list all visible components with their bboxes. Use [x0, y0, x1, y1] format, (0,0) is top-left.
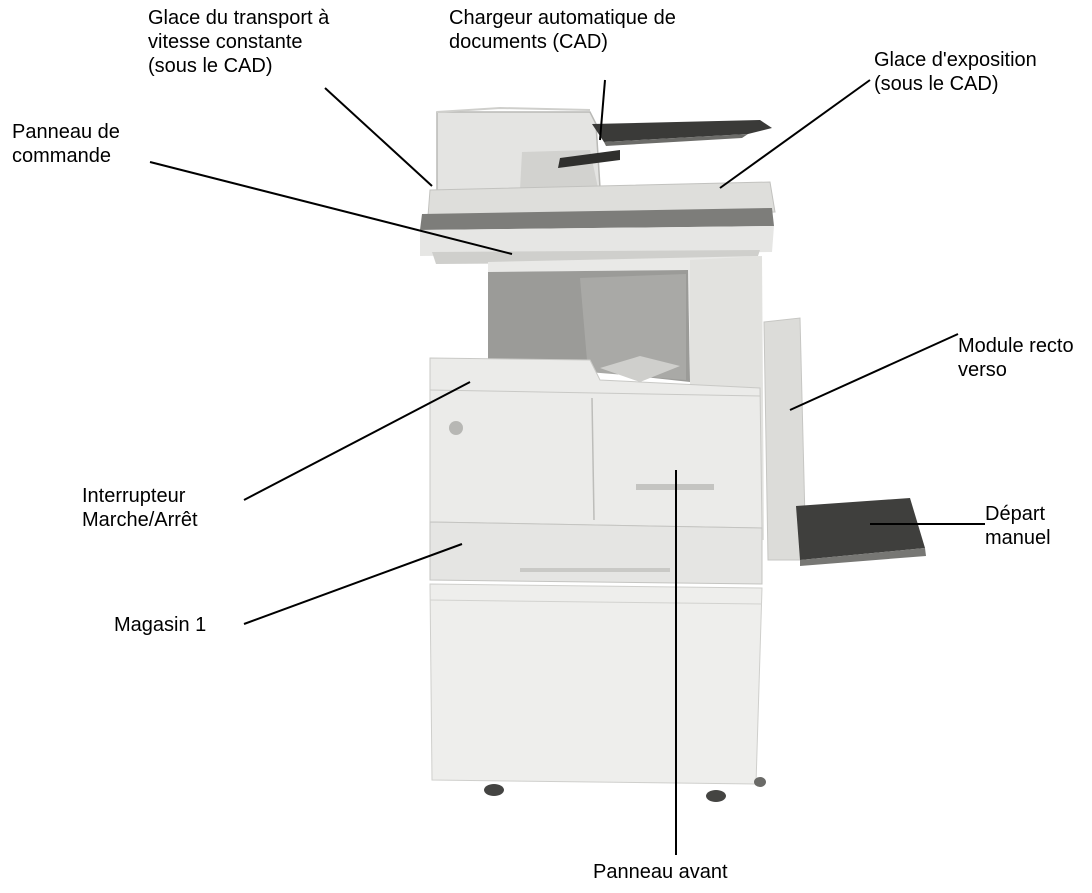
- label-interrupteur: Interrupteur Marche/Arrêt: [82, 485, 198, 531]
- tray1-shape: [429, 521, 763, 585]
- label-depart-manuel: Départ manuel: [985, 503, 1051, 549]
- label-magasin: Magasin 1: [114, 614, 207, 636]
- label-chargeur: Chargeur automatique de documents (CAD): [449, 7, 676, 53]
- adf-input-tray: [558, 150, 620, 168]
- leader-module-recto-verso: [789, 333, 959, 411]
- copier-machine: [420, 106, 926, 802]
- leader-interrupteur: [243, 381, 471, 501]
- leader-lines: [149, 79, 985, 855]
- leader-glace-transport: [324, 87, 433, 187]
- leader-magasin: [243, 543, 463, 625]
- label-glace-exposition: Glace d'exposition (sous le CAD): [874, 49, 1037, 95]
- adf-output-tray: [592, 120, 772, 142]
- label-glace-transport: Glace du transport à vitesse constante (…: [148, 7, 330, 77]
- label-panneau-commande: Panneau de commande: [12, 121, 120, 167]
- leader-chargeur: [599, 79, 606, 141]
- leader-panneau-commande: [149, 161, 513, 255]
- label-panneau-avant: Panneau avant: [593, 861, 728, 883]
- bypass-tray-shape: [796, 498, 925, 560]
- leader-glace-exposition: [719, 79, 871, 189]
- label-module-recto-verso: Module recto verso: [958, 335, 1074, 381]
